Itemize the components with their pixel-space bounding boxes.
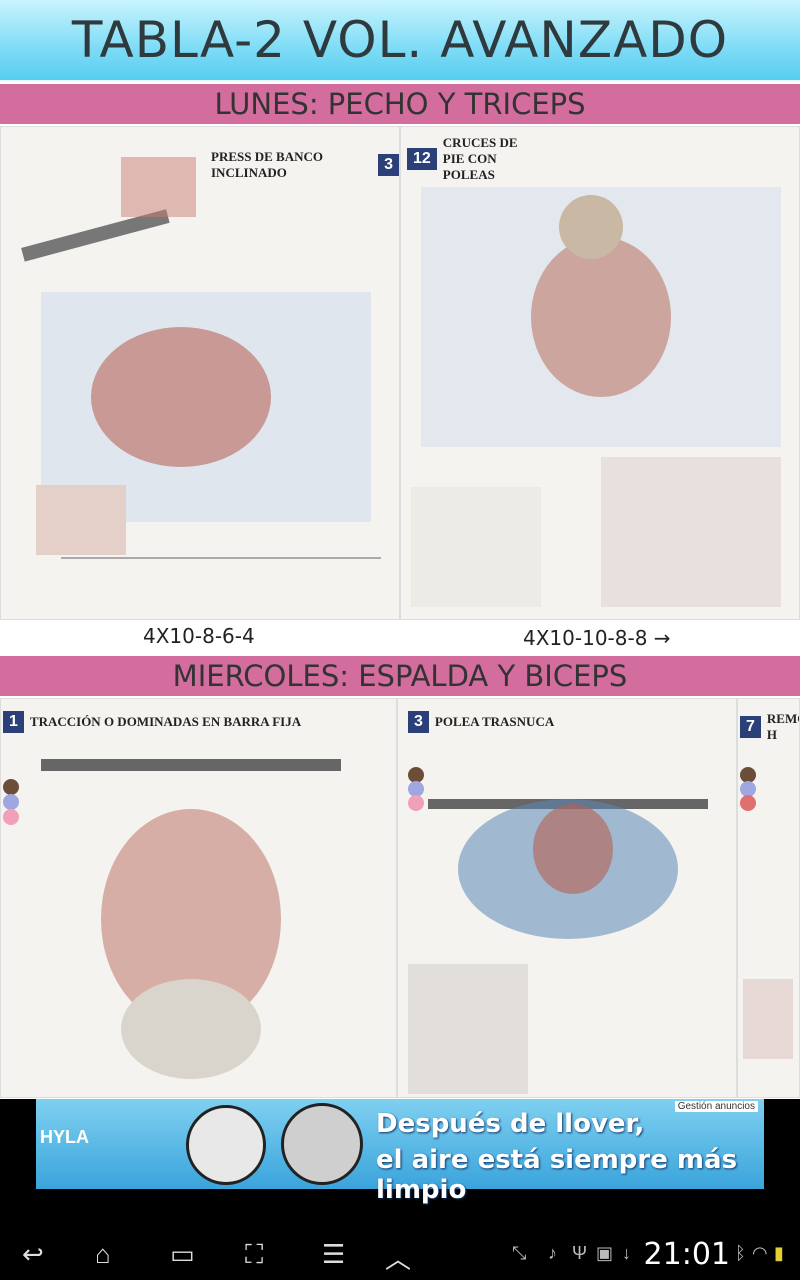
status-clock: 21:01 [643,1237,730,1272]
exercise-image-polea-trasnuca[interactable]: 3 POLEA TRASNUCA [397,698,737,1098]
recent-apps-icon[interactable]: ▭ [170,1239,195,1269]
exercise-title: REMO H [766,711,799,742]
exercise-title: PRESS DE BANCO INCLINADO [211,149,323,180]
day-label: LUNES: PECHO Y TRICEPS [214,87,586,121]
ad-brand: HYLA [40,1127,89,1147]
exercise-number: 12 [407,148,437,170]
image-icon: ▣ [596,1243,614,1263]
home-icon[interactable]: ⌂ [95,1239,111,1269]
battery-icon: ▮ [774,1243,784,1263]
ad-seal-icon [186,1105,266,1185]
up-icon[interactable]: ︿ [385,1244,412,1274]
exercise-title: TRACCIÓN O DOMINADAS EN BARRA FIJA [29,714,302,729]
menu-icon[interactable]: ☰ [322,1239,346,1269]
day-label: MIERCOLES: ESPALDA Y BICEPS [172,659,628,693]
exercise-number: 1 [3,711,24,733]
exercise-image-remo[interactable]: 7 REMO H [737,698,800,1098]
system-nav-bar: ↩ ⌂ ▭ ⛶ ☰ ︿ ⤡ ♪ Ψ ▣ ↓ 21:01 ᛒ ◠ ▮ [0,1229,800,1280]
back-icon[interactable]: ↩ [22,1239,44,1269]
exercise-image-press-banco[interactable]: PRESS DE BANCO INCLINADO 3 [0,126,400,620]
exercise-image-dominadas[interactable]: 1 TRACCIÓN O DOMINADAS EN BARRA FIJA [0,698,397,1098]
bluetooth-icon: ᛒ [735,1243,746,1263]
exercise-image-cruces-poleas[interactable]: 12 CRUCES DE PIE CON POLEAS [400,126,800,620]
anatomy-illustration [21,157,381,559]
exercise-number: 7 [740,716,761,738]
anatomy-illustration [3,759,341,1079]
anatomy-illustration [411,187,781,607]
music-icon: ♪ [548,1243,557,1263]
app-title: TABLA-2 VOL. AVANZADO [71,11,729,69]
exercise-title: CRUCES DE PIE CON POLEAS [442,135,518,182]
download-icon: ↓ [622,1243,631,1263]
day-header-lunes: LUNES: PECHO Y TRICEPS [0,84,800,124]
exercise-title: POLEA TRASNUCA [434,714,555,729]
fullscreen-icon: ⤡ [512,1243,527,1263]
ad-text-line1: Después de llover, [376,1109,645,1139]
anatomy-illustration [740,767,793,1059]
reps-press-banco: 4X10-8-6-4 [143,624,255,648]
day-header-miercoles: MIERCOLES: ESPALDA Y BICEPS [0,656,800,696]
screenshot-icon[interactable]: ⛶ [245,1239,264,1269]
exercise-number: 3 [408,711,429,733]
ad-banner[interactable]: HYLA Después de llover, el aire está sie… [36,1099,764,1205]
usb-icon: Ψ [572,1243,588,1263]
app-title-bar: TABLA-2 VOL. AVANZADO [0,0,800,82]
ad-text-line2: el aire está siempre más limpio [376,1145,738,1205]
ad-seal-icon [281,1103,363,1185]
anatomy-illustration [408,767,708,1094]
exercise-number: 3 [378,154,399,176]
ad-options-label[interactable]: Gestión anuncios [674,1101,758,1112]
wifi-icon: ◠ [752,1243,768,1263]
reps-cruces-poleas: 4X10-10-8-8 → [523,626,671,650]
